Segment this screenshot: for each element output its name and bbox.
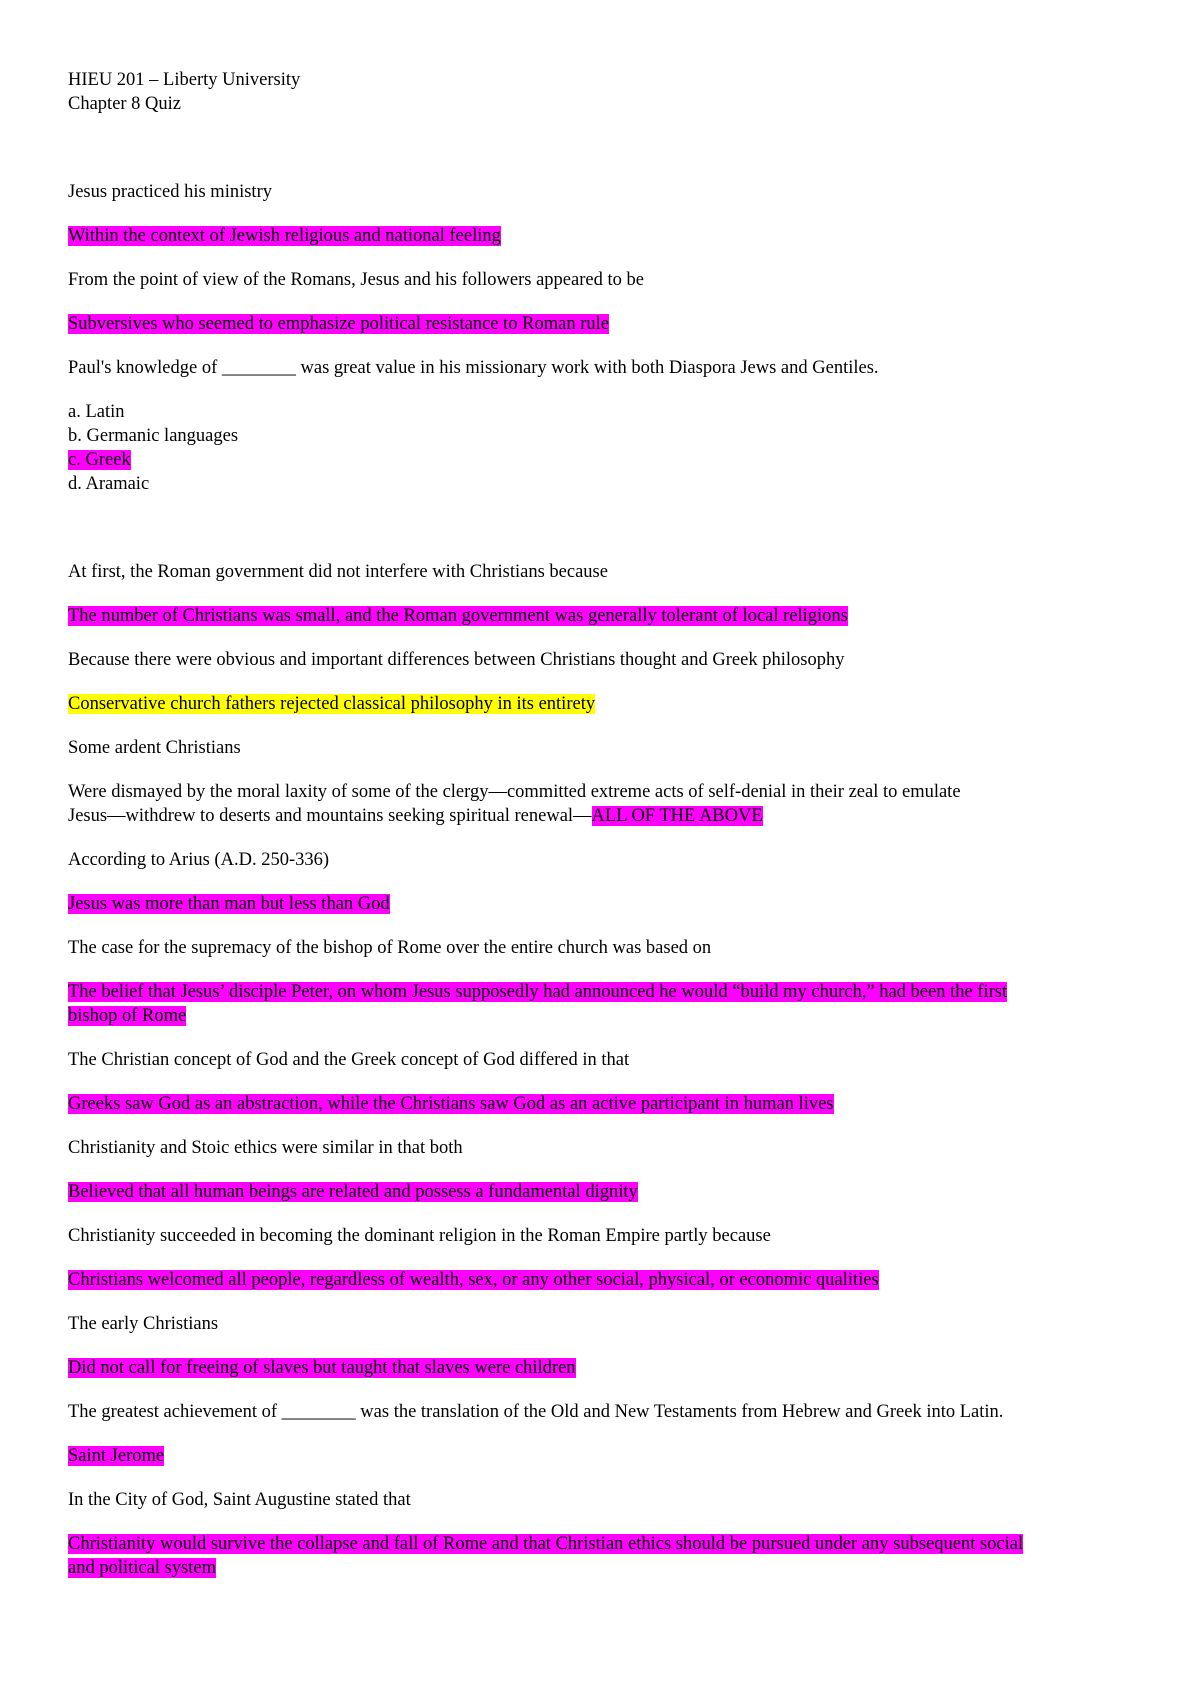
question-2: From the point of view of the Romans, Je…	[68, 270, 644, 290]
answer-6-line-1: Were dismayed by the moral laxity of som…	[68, 782, 961, 802]
question-4: At first, the Roman government did not i…	[68, 562, 608, 582]
answer-9: Greeks saw God as an abstraction, while …	[68, 1094, 834, 1114]
question-10: Christianity and Stoic ethics were simil…	[68, 1138, 463, 1158]
answer-1: Within the context of Jewish religious a…	[68, 226, 501, 246]
answer-8-line-2: bishop of Rome	[68, 1006, 187, 1026]
answer-10: Believed that all human beings are relat…	[68, 1182, 638, 1202]
answer-14-line-2: and political system	[68, 1558, 216, 1578]
answer-4: The number of Christians was small, and …	[68, 606, 848, 626]
answer-7: Jesus was more than man but less than Go…	[68, 894, 390, 914]
question-13: The greatest achievement of ________ was…	[68, 1402, 1004, 1422]
answer-2: Subversives who seemed to emphasize poli…	[68, 314, 609, 334]
answer-6-line-2: Jesus—withdrew to deserts and mountains …	[68, 806, 592, 826]
answer-8-line-1: The belief that Jesus’ disciple Peter, o…	[68, 982, 1008, 1002]
answer-5: Conservative church fathers rejected cla…	[68, 694, 596, 714]
option-d: d. Aramaic	[68, 474, 150, 494]
document-page: HIEU 201 – Liberty University Chapter 8 …	[68, 68, 1138, 1580]
answer-13: Saint Jerome	[68, 1446, 165, 1466]
question-3: Paul's knowledge of ________ was great v…	[68, 358, 879, 378]
question-1: Jesus practiced his ministry	[68, 182, 272, 202]
option-a: a. Latin	[68, 402, 125, 422]
answer-6: Were dismayed by the moral laxity of som…	[68, 780, 1138, 828]
question-6: Some ardent Christians	[68, 738, 241, 758]
answer-14: Christianity would survive the collapse …	[68, 1532, 1138, 1580]
question-9: The Christian concept of God and the Gre…	[68, 1050, 630, 1070]
question-11: Christianity succeeded in becoming the d…	[68, 1226, 771, 1246]
question-12: The early Christians	[68, 1314, 219, 1334]
course-title: HIEU 201 – Liberty University	[68, 70, 301, 90]
answer-14-line-1: Christianity would survive the collapse …	[68, 1534, 1024, 1554]
question-5: Because there were obvious and important…	[68, 650, 845, 670]
answer-8: The belief that Jesus’ disciple Peter, o…	[68, 980, 1138, 1028]
option-b: b. Germanic languages	[68, 426, 239, 446]
answer-6-highlight: ALL OF THE ABOVE	[591, 806, 763, 826]
answer-11: Christians welcomed all people, regardle…	[68, 1270, 879, 1290]
document-header: HIEU 201 – Liberty University Chapter 8 …	[68, 68, 1138, 116]
option-c-correct: c. Greek	[68, 450, 131, 470]
quiz-title: Chapter 8 Quiz	[68, 94, 182, 114]
question-14: In the City of God, Saint Augustine stat…	[68, 1490, 411, 1510]
answer-options-3: a. Latin b. Germanic languages c. Greek …	[68, 400, 1138, 496]
answer-12: Did not call for freeing of slaves but t…	[68, 1358, 576, 1378]
question-7: According to Arius (A.D. 250-336)	[68, 850, 330, 870]
question-8: The case for the supremacy of the bishop…	[68, 938, 712, 958]
